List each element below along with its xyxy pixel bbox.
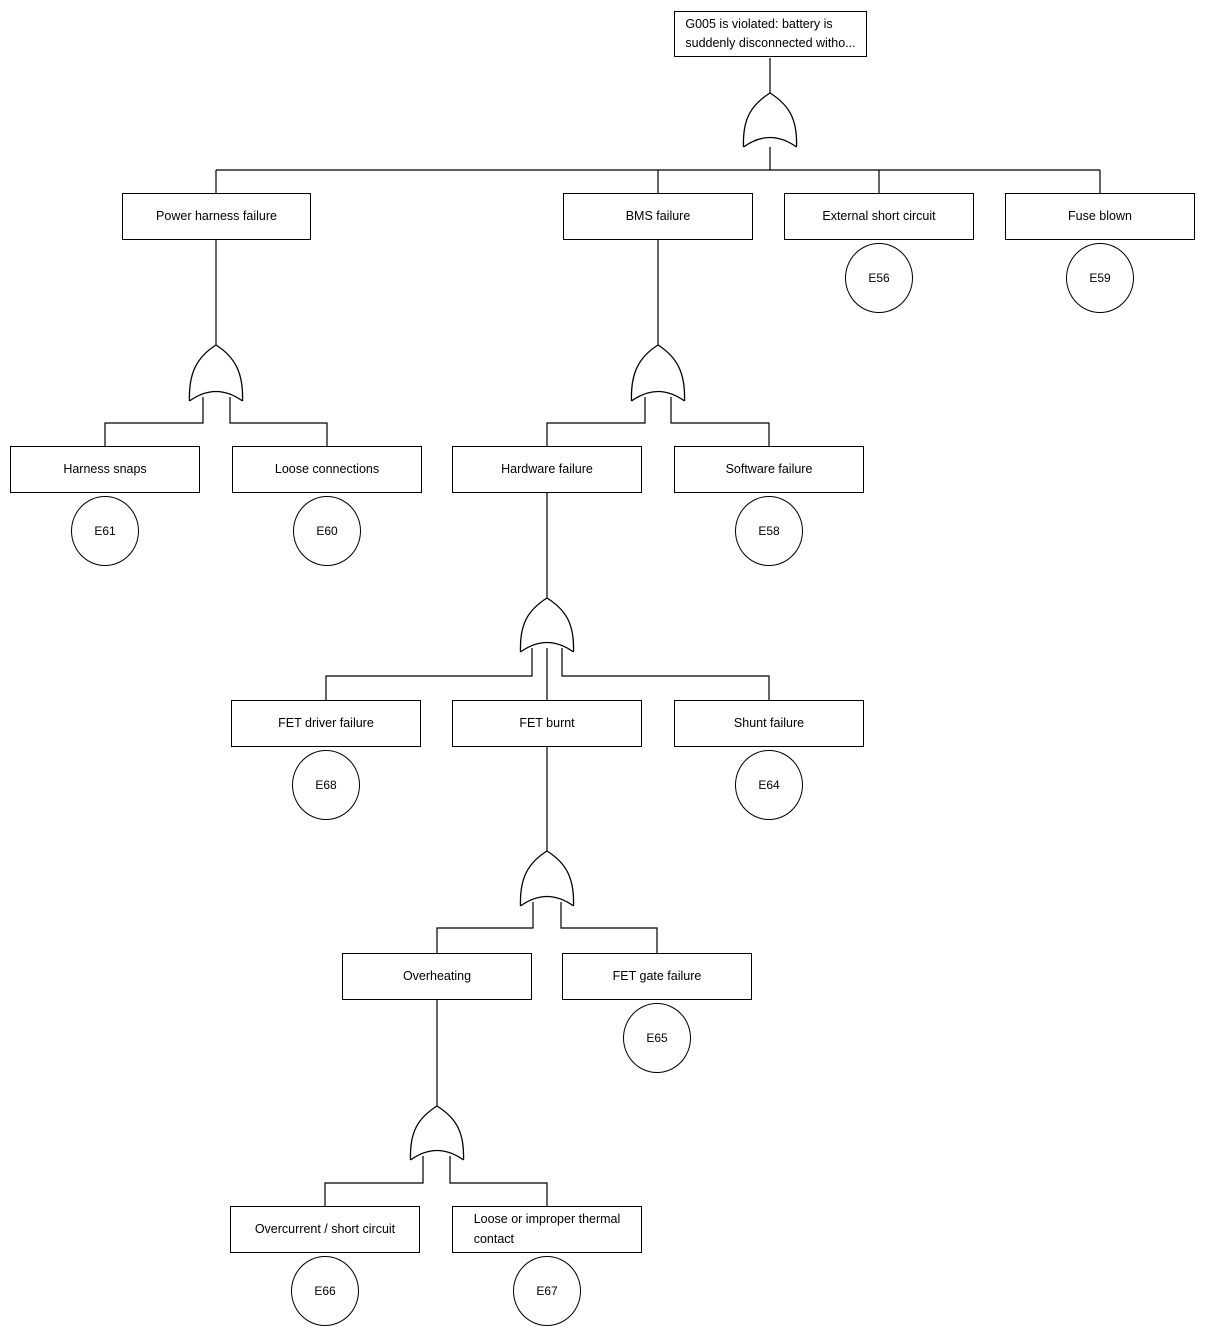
node-box-software-failure[interactable]: Software failure [674,446,864,493]
basic-event-circle-e56[interactable]: E56 [845,243,913,313]
node-label-power-harness-failure: Power harness failure [156,208,277,223]
node-label-fet-driver-failure: FET driver failure [278,715,374,730]
basic-event-label-e67: E67 [536,1284,558,1298]
basic-event-circle-e64[interactable]: E64 [735,750,803,820]
node-box-bms-failure[interactable]: BMS failure [563,193,753,240]
basic-event-circle-e67[interactable]: E67 [513,1256,581,1326]
or-gate-hardware[interactable] [519,597,575,653]
node-label-fet-burnt: FET burnt [519,715,575,730]
node-label-fuse-blown: Fuse blown [1068,208,1132,223]
node-label-loose-connections: Loose connections [274,461,380,476]
node-box-hardware-failure[interactable]: Hardware failure [452,446,642,493]
node-box-loose-improper-thermal-contact[interactable]: Loose or improper thermal contact [452,1206,642,1253]
or-gate-power-harness[interactable] [188,344,244,402]
basic-event-label-e65: E65 [646,1031,668,1045]
node-box-overcurrent-short-circuit[interactable]: Overcurrent / short circuit [230,1206,420,1253]
node-box-shunt-failure[interactable]: Shunt failure [674,700,864,747]
basic-event-label-e60: E60 [316,524,338,538]
basic-event-label-e58: E58 [758,524,780,538]
node-box-top-event[interactable]: G005 is violated: battery is suddenly di… [674,11,867,57]
basic-event-circle-e68[interactable]: E68 [292,750,360,820]
node-label-shunt-failure: Shunt failure [733,715,805,730]
basic-event-circle-e66[interactable]: E66 [291,1256,359,1326]
node-box-fet-driver-failure[interactable]: FET driver failure [231,700,421,747]
node-box-fet-gate-failure[interactable]: FET gate failure [562,953,752,1000]
or-gate-overheating[interactable] [409,1105,465,1161]
basic-event-circle-e65[interactable]: E65 [623,1003,691,1073]
connector-gate3-children [546,397,770,446]
basic-event-label-e68: E68 [315,778,337,792]
basic-event-circle-e58[interactable]: E58 [735,496,803,566]
connector-gate6-children [324,1156,548,1206]
node-box-external-short-circuit[interactable]: External short circuit [784,193,974,240]
node-box-fet-burnt[interactable]: FET burnt [452,700,642,747]
connector-gate4-children [325,648,770,700]
basic-event-circle-e60[interactable]: E60 [293,496,361,566]
basic-event-circle-e59[interactable]: E59 [1066,243,1134,313]
node-label-overheating: Overheating [402,968,472,983]
basic-event-circle-e61[interactable]: E61 [71,496,139,566]
node-label-software-failure: Software failure [725,461,813,476]
node-box-harness-snaps[interactable]: Harness snaps [10,446,200,493]
connector-gate1-bus [215,147,1101,193]
basic-event-label-e61: E61 [94,524,116,538]
or-gate-bms[interactable] [630,344,686,402]
node-label-fet-gate-failure: FET gate failure [612,968,702,983]
basic-event-label-e59: E59 [1089,271,1111,285]
node-label-bms-failure: BMS failure [625,208,691,223]
node-label-loose-improper-thermal-contact: Loose or improper thermal contact [473,1212,621,1246]
node-label-external-short-circuit: External short circuit [822,208,936,223]
basic-event-label-e66: E66 [314,1284,336,1298]
node-box-loose-connections[interactable]: Loose connections [232,446,422,493]
connector-gate5-children [436,902,658,953]
basic-event-label-e56: E56 [868,271,890,285]
node-label-overcurrent-short-circuit: Overcurrent / short circuit [254,1221,396,1236]
node-label-harness-snaps: Harness snaps [63,461,147,476]
node-label-top-event: G005 is violated: battery is suddenly di… [685,16,856,50]
node-box-overheating[interactable]: Overheating [342,953,532,1000]
node-box-power-harness-failure[interactable]: Power harness failure [122,193,311,240]
connector-gate2-children [104,397,328,446]
node-box-fuse-blown[interactable]: Fuse blown [1005,193,1195,240]
or-gate-top[interactable] [742,92,798,148]
node-label-hardware-failure: Hardware failure [501,461,593,476]
or-gate-fet-burnt[interactable] [519,850,575,907]
basic-event-label-e64: E64 [758,778,780,792]
